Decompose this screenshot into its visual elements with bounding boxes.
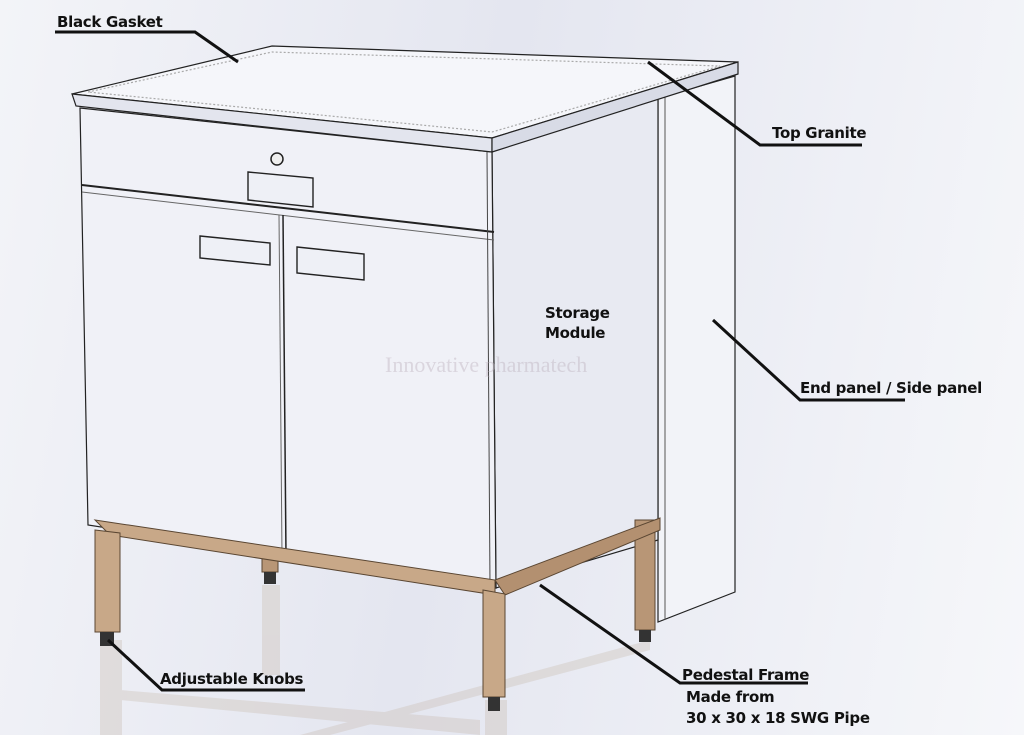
label-pedestal-frame: Pedestal Frame [682,666,810,684]
end-panel [657,75,736,623]
drawer-handle [247,171,314,208]
floor-reflection [100,585,650,735]
label-black-gasket: Black Gasket [57,13,163,31]
label-storage-module-2: Module [545,324,606,342]
label-top-granite: Top Granite [772,124,867,142]
leader-lines [55,30,905,692]
label-made-from: Made from [686,688,775,706]
label-storage-module-1: Storage [545,304,610,322]
door-handle-right [296,246,365,281]
label-adjustable-knobs: Adjustable Knobs [160,670,304,688]
watermark: Innovative pharmatech [385,352,588,377]
door-handle-left [199,235,271,266]
pedestal-frame-front [93,517,661,698]
lock-knob-icon [270,152,284,166]
label-end-panel: End panel / Side panel [800,379,982,397]
label-pipe-spec: 30 x 30 x 18 SWG Pipe [686,709,870,727]
storage-module-side [491,97,659,589]
